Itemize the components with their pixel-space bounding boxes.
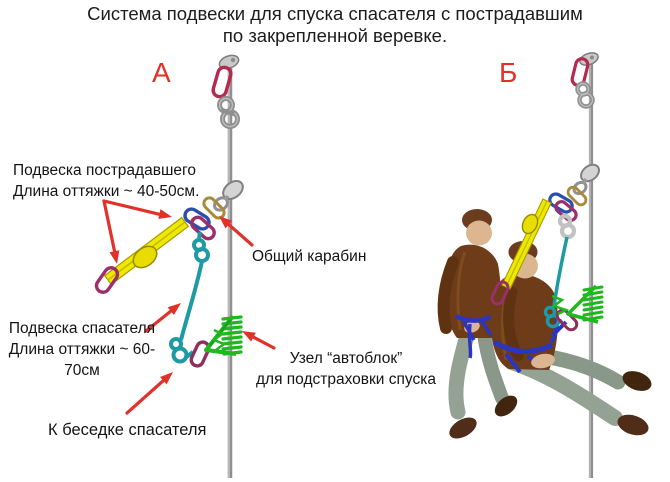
to-harness-annotation: К беседке спасателя xyxy=(48,421,207,439)
arrowhead-common-carabiner xyxy=(219,216,233,229)
figure8-knot-light-b xyxy=(557,213,577,240)
annotation-arrows xyxy=(102,199,276,415)
arrowhead-rescuer-rope xyxy=(167,303,181,315)
anchor-b xyxy=(570,52,599,109)
sling-knot-b xyxy=(521,213,539,235)
anchor-hanger-b xyxy=(579,52,599,66)
anchor-bolt-a xyxy=(230,57,236,63)
rescuer-shoe-1 xyxy=(622,371,652,391)
arrowhead-victim-sling-bottom xyxy=(109,250,120,264)
victim-shoe-1 xyxy=(449,417,477,439)
rescuer-sling-annotation-line2: Длина оттяжки ~ 60-70см xyxy=(8,341,156,379)
victim-leg-near xyxy=(448,324,476,420)
anchor-carabiner-red-a xyxy=(211,65,233,99)
victim-sling-yellow-a xyxy=(94,216,190,294)
victim-sling-annotation-line1: Подвеска пострадавшего xyxy=(13,162,196,179)
sling-knot-a xyxy=(132,245,158,269)
harness-carabiner-magenta-a xyxy=(189,340,211,368)
figure-a-illustration xyxy=(94,54,244,478)
anchor-a xyxy=(211,54,240,129)
figure8-knot-grey-a xyxy=(217,96,240,129)
victim-arm xyxy=(437,256,459,334)
victim-carabiner-magenta-a xyxy=(94,266,120,294)
victim-shoe-2 xyxy=(494,395,518,417)
carabiner-cluster-b xyxy=(548,185,588,240)
victim-sling-annotation: Подвеска пострадавшего Длина оттяжки ~ 4… xyxy=(13,160,199,202)
victim-figure xyxy=(437,209,518,439)
descender-a xyxy=(213,180,244,212)
diagram-title: Система подвески для спуска спасателя с … xyxy=(0,3,670,46)
common-carabiner-annotation: Общий карабин xyxy=(252,248,367,265)
common-carabiner-gold-b xyxy=(566,185,588,207)
arrow-autoblock xyxy=(252,335,276,350)
arrow-victim-sling-bottom xyxy=(102,199,117,255)
rescuer-figure xyxy=(490,241,652,436)
arrowhead-victim-sling-top xyxy=(158,209,172,219)
arrowhead-to-harness xyxy=(160,372,173,385)
title-line-2: по закрепленной веревке. xyxy=(222,24,448,46)
arrow-to-harness xyxy=(125,378,166,415)
autoblock-annotation: Узел “автоблок” для подстраховки спуска xyxy=(246,348,446,390)
arrow-common-carabiner xyxy=(227,223,254,247)
arrow-rescuer-rope xyxy=(144,308,174,333)
autoblock-annotation-line2: для подстраховки спуска xyxy=(256,371,436,388)
figure8-knot-grey-b xyxy=(575,81,595,109)
common-carabiner-gold-a xyxy=(202,196,226,220)
rescuer-sling-annotation-line1: Подвеска спасателя xyxy=(8,320,156,337)
victim-sling-annotation-line2: Длина оттяжки ~ 40-50см. xyxy=(13,183,200,200)
autoblock-annotation-line1: Узел “автоблок” xyxy=(289,350,403,367)
victim-carabiner-magenta-b xyxy=(490,280,510,306)
figure-b-label: Б xyxy=(499,57,518,88)
victim-sling-yellow-b xyxy=(490,198,552,306)
victim-head xyxy=(466,220,492,246)
anchor-bolt-b xyxy=(590,55,594,60)
rescuer-shoe-2 xyxy=(617,414,649,436)
autoblock-knot-b xyxy=(551,284,604,324)
rescuer-sling-annotation: Подвеска спасателя Длина оттяжки ~ 60-70… xyxy=(0,318,164,381)
victim-leg-far xyxy=(477,327,509,405)
arrow-victim-sling-top xyxy=(102,199,163,217)
descender-b xyxy=(572,163,600,196)
figure-a-label: А xyxy=(152,57,171,88)
figure-b-illustration xyxy=(437,52,652,478)
title-line-1: Система подвески для спуска спасателя с … xyxy=(87,3,583,24)
rescuer-hand xyxy=(531,353,555,369)
autoblock-knot-a xyxy=(204,314,243,356)
carabiner-cluster-a xyxy=(183,196,226,241)
rescuer-rope-teal-b xyxy=(543,236,579,332)
arrowhead-autoblock xyxy=(242,331,256,342)
rescuer-rope-teal-a xyxy=(169,231,211,368)
